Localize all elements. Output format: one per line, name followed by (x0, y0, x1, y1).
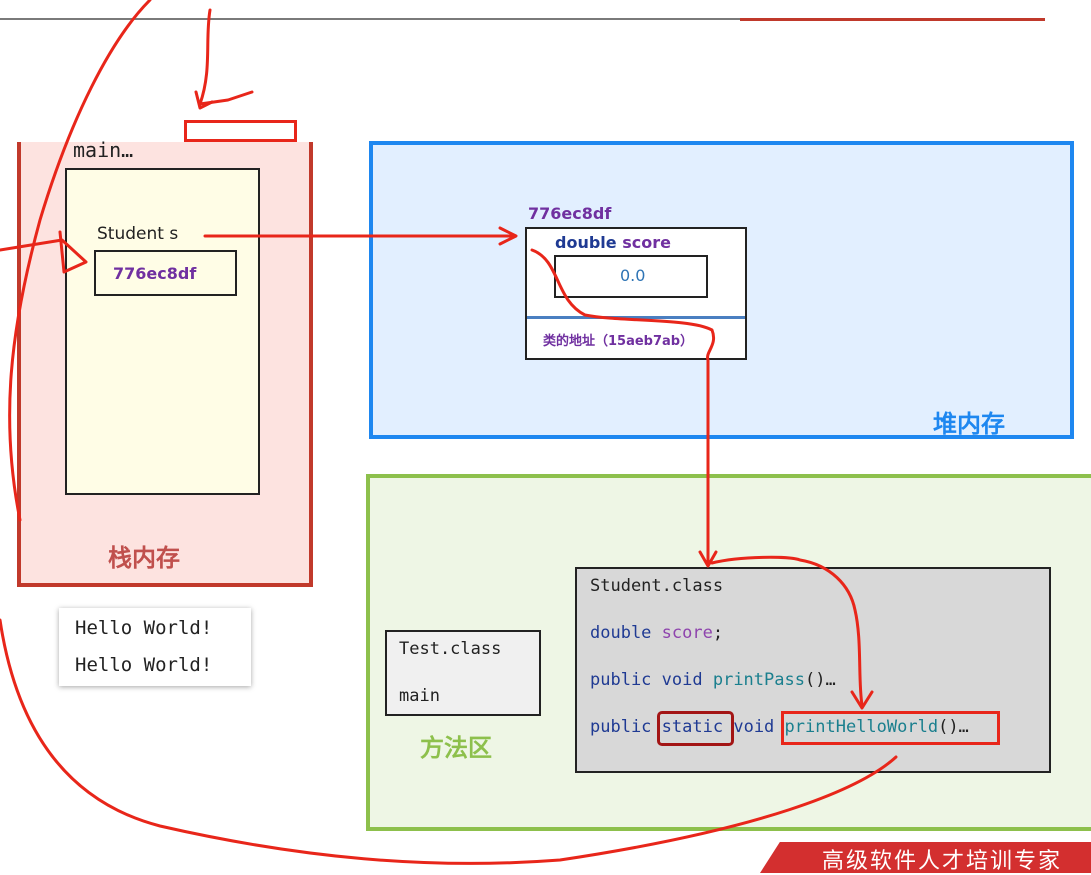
field-name: score (622, 233, 671, 252)
call-flow-tick (194, 90, 214, 110)
code-keyword: public void (590, 670, 703, 690)
test-class-main: main (399, 686, 440, 706)
test-class-title: Test.class (399, 639, 502, 659)
code-punct: ()… (938, 717, 969, 737)
object-address: 776ec8df (528, 204, 612, 223)
static-highlight (657, 711, 734, 746)
method-print-pass: public void printPass()… (590, 670, 836, 690)
main-frame-label: main… (73, 138, 134, 162)
local-variable-value: 776ec8df (113, 264, 197, 283)
field-type: double (555, 233, 617, 252)
top-rule-accent (740, 18, 1045, 21)
code-keyword: double (590, 623, 652, 643)
code-keyword: void (733, 717, 775, 737)
method-highlight (781, 711, 1000, 745)
call-flow-down (198, 8, 254, 106)
code-method: printPass (712, 670, 805, 690)
local-variable-name: Student s (97, 224, 179, 244)
heap-memory-label: 堆内存 (933, 410, 1005, 438)
student-class-title: Student.class (590, 576, 724, 596)
object-divider (527, 316, 745, 319)
main-stack-frame (65, 168, 260, 495)
annotation-rect (184, 120, 297, 142)
stack-memory-label: 栈内存 (108, 544, 180, 572)
output-line: Hello World! (75, 617, 213, 639)
top-rule (0, 18, 1045, 20)
code-punct: ()… (804, 670, 836, 690)
code-punct: ; (712, 623, 724, 643)
footer-slogan: 高级软件人才培训专家 (822, 849, 1063, 874)
field-value: 0.0 (620, 266, 646, 285)
class-field-line: double score; (590, 623, 723, 643)
method-area-label: 方法区 (420, 734, 492, 762)
code-field: score (661, 623, 713, 643)
code-keyword: public (590, 717, 652, 737)
output-line: Hello World! (75, 654, 213, 676)
field-declaration: double score (555, 233, 671, 252)
class-address: 类的地址（15aeb7ab） (543, 334, 694, 349)
